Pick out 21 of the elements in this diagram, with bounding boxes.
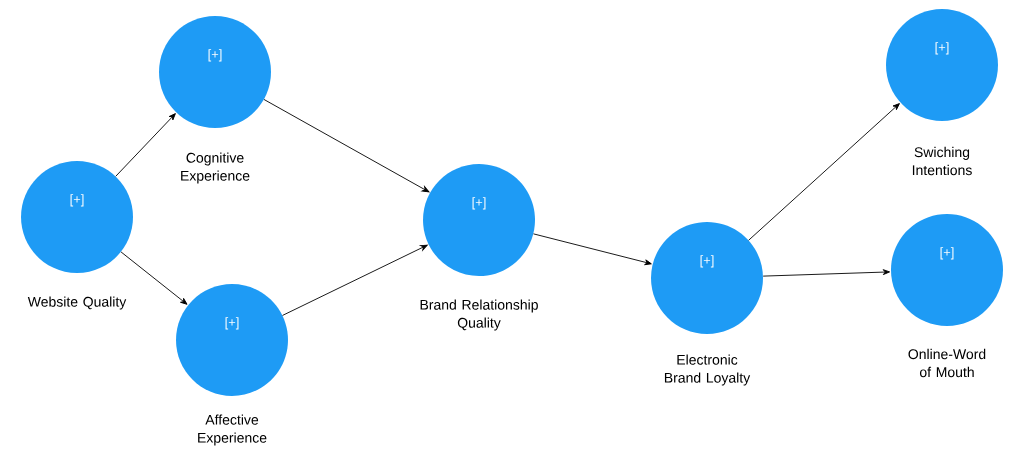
arrow [115,113,176,177]
circle-node: [+] [891,214,1003,326]
node-label: Electronic Brand Loyalty [664,354,751,386]
arrow [282,244,428,316]
node-label: Website Quality [27,296,127,310]
arrow [533,233,652,266]
circle-node: [+] [886,9,998,121]
circle-node: [+] [423,164,535,276]
circle-node: [+] [651,222,763,334]
circle-node: [+] [159,16,271,128]
arrow [748,103,900,241]
arrow [762,269,891,277]
node-label: Affective Experience [198,414,267,446]
node-label: Swiching Intentions [912,146,972,176]
arrow [263,99,430,193]
node-label: Cognitive Experience [181,152,250,184]
node-label: Online-Word of Mouth [908,348,986,378]
circle-node: [+] [21,161,133,273]
circle-node: [+] [176,284,288,396]
node-label: Brand Relationship Quality [420,299,538,331]
arrow [120,251,188,305]
